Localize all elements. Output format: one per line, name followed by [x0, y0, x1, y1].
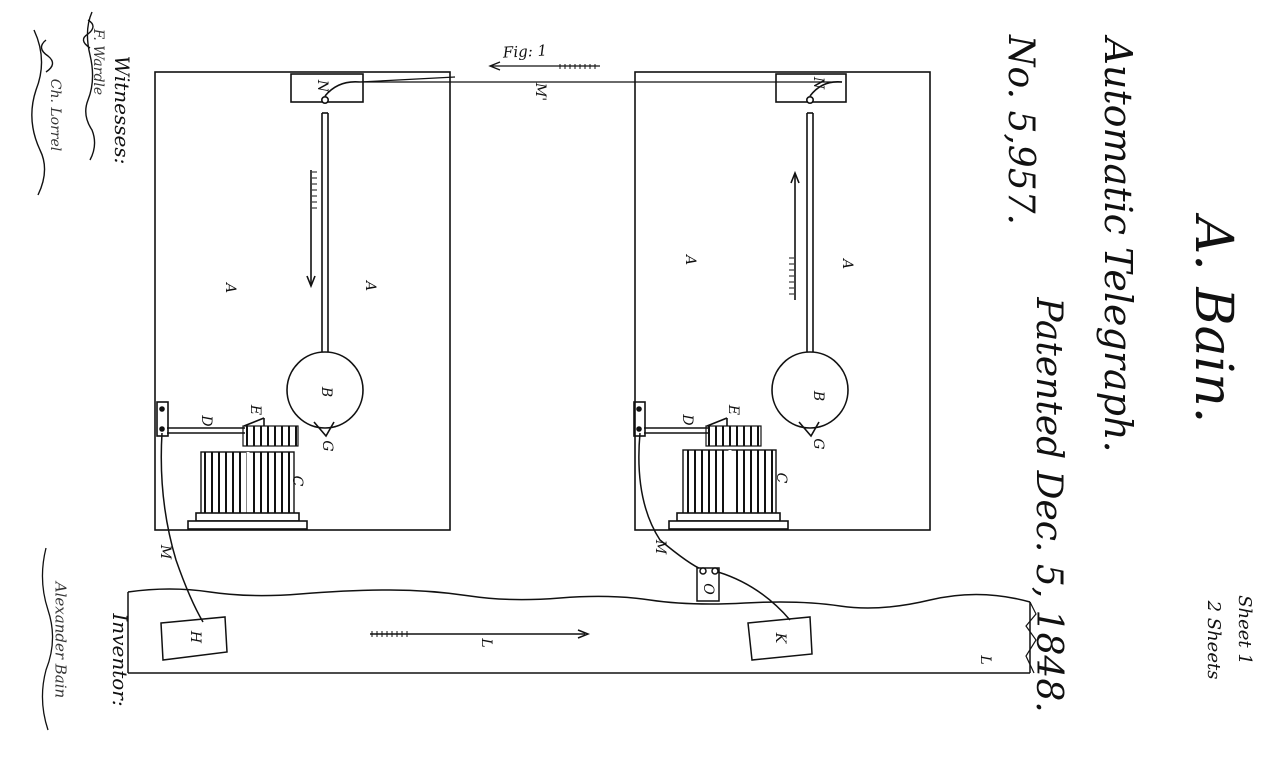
- left-contact-point: [313, 421, 335, 438]
- witness-name-2: Ch. Lorrel: [47, 78, 63, 152]
- label-l-corner: L: [977, 655, 993, 665]
- label-b-right: B: [810, 390, 826, 402]
- left-clock-frame: [154, 71, 451, 531]
- figure-label: Fig: 1: [502, 41, 548, 62]
- label-b-left: B: [318, 386, 334, 398]
- label-e-left: E: [247, 404, 263, 416]
- patent-number: No. 5,957.: [1000, 35, 1041, 225]
- ground-surface-line: [127, 588, 1031, 609]
- left-magnet-coil: [242, 425, 299, 447]
- inventor-name-title: A. Bain.: [1183, 216, 1243, 424]
- sheet-number: Sheet 1: [1234, 595, 1255, 665]
- witnesses-heading: Witnesses:: [110, 55, 134, 165]
- inventor-signature-strokes: [41, 547, 54, 731]
- earth-plate-h: [160, 616, 228, 661]
- label-o: O: [700, 583, 716, 595]
- right-contact-point: [798, 421, 820, 438]
- right-pendulum-bob: [771, 351, 849, 429]
- left-pivot: [320, 96, 329, 105]
- wire-m-left: [160, 432, 204, 623]
- label-g-left: G: [319, 440, 335, 452]
- label-d-right: D: [679, 414, 695, 426]
- witness-signatures: [31, 11, 96, 196]
- label-n-left: N: [314, 79, 330, 93]
- galvanometer-o: [696, 567, 720, 602]
- label-m1: M': [532, 82, 548, 102]
- label-c-right: C: [773, 472, 789, 484]
- label-n-right: N: [810, 76, 826, 90]
- label-d-left: D: [198, 415, 214, 427]
- earth-section: [127, 432, 1037, 674]
- label-c-left: C: [289, 475, 305, 487]
- inventor-signature: Alexander Bain: [51, 581, 70, 699]
- label-g-right: G: [810, 438, 826, 450]
- left-clock: [154, 71, 451, 531]
- label-a-left-1: A: [222, 282, 238, 294]
- label-e-right: E: [725, 404, 741, 416]
- sheet-count: 2 Sheets: [1203, 600, 1224, 680]
- wire-o-to-k: [717, 571, 791, 621]
- invention-title: Automatic Telegraph.: [1096, 37, 1140, 453]
- right-clock: [633, 71, 931, 531]
- wire-m-right: [638, 432, 704, 571]
- inventor-heading: Inventor:: [108, 613, 132, 707]
- left-pendulum-bob: [286, 351, 364, 429]
- label-m-left: M: [157, 544, 173, 560]
- patent-date: Patented Dec. 5, 1848.: [1028, 297, 1069, 713]
- label-h: H: [187, 630, 203, 644]
- witness-name-1: F. Wardle: [90, 28, 106, 96]
- right-pivot: [805, 96, 814, 105]
- label-m-right: M: [652, 539, 668, 555]
- right-clock-frame: [634, 71, 931, 531]
- left-wire-arc: [324, 80, 361, 97]
- label-a-left-2: A: [362, 280, 378, 292]
- label-k: K: [772, 632, 788, 644]
- label-l-center: L: [478, 638, 494, 648]
- label-a-right-2: A: [839, 258, 855, 270]
- right-magnet-coil: [705, 425, 762, 447]
- label-a-right-1: A: [682, 254, 698, 266]
- line-wire: [312, 61, 842, 295]
